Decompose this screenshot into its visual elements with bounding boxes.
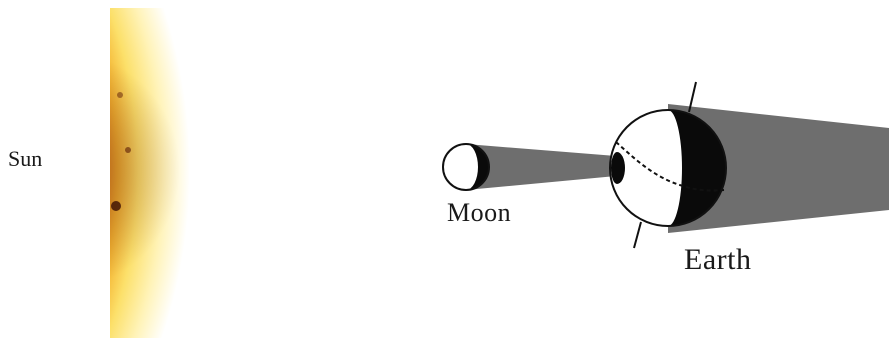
sun-texture <box>110 8 180 338</box>
sun-label: Sun <box>8 146 42 172</box>
earth-axis-south <box>634 222 641 248</box>
sun-fade <box>250 8 310 338</box>
moon <box>443 144 489 190</box>
moon-label: Moon <box>447 198 511 228</box>
sunspot <box>111 201 121 211</box>
sunspot <box>125 147 131 153</box>
sun <box>110 8 310 338</box>
earth-label: Earth <box>684 243 751 277</box>
sunspot <box>117 92 123 98</box>
